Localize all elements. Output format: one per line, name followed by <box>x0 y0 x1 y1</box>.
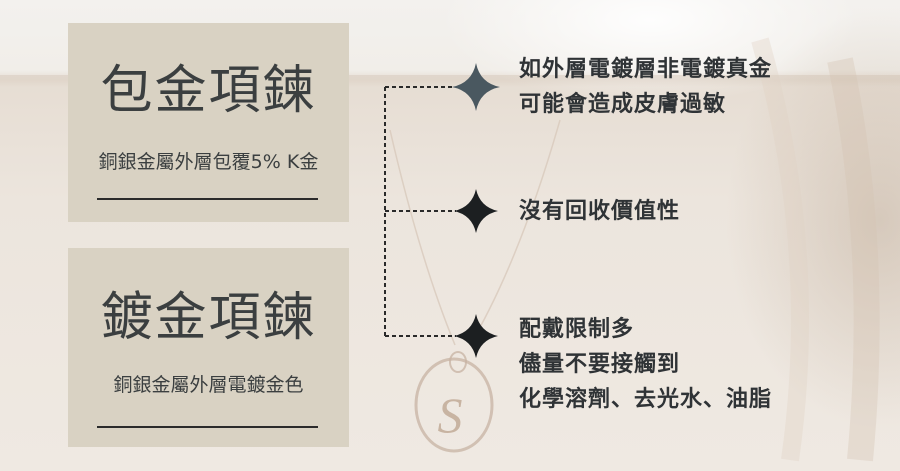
note-line: 可能會造成皮膚過敏 <box>519 92 727 117</box>
pendant-letter: S <box>438 387 463 443</box>
gold-plated-card: 鍍金項鍊 銅銀金屬外層電鍍金色 <box>68 248 349 447</box>
note-wear-restrictions: 配戴限制多 儘量不要接觸到 化學溶劑、去光水、油脂 <box>519 312 772 417</box>
note-line: 沒有回收價值性 <box>519 199 681 224</box>
note-allergy: 如外層電鍍層非電鍍真金 可能會造成皮膚過敏 <box>519 52 772 122</box>
note-no-recycle-value: 沒有回收價值性 <box>519 194 680 229</box>
card-title: 鍍金項鍊 <box>100 288 317 348</box>
card-subtitle: 銅銀金屬外層電鍍金色 <box>113 374 304 396</box>
four-point-star-icon <box>452 63 500 111</box>
note-line: 如外層電鍍層非電鍍真金 <box>519 57 773 82</box>
four-point-star-icon <box>454 314 498 358</box>
note-line: 配戴限制多 <box>519 317 635 342</box>
note-line: 化學溶劑、去光水、油脂 <box>519 387 773 412</box>
card-title: 包金項鍊 <box>100 61 317 121</box>
card-divider <box>97 426 318 428</box>
gold-filled-card: 包金項鍊 銅銀金屬外層包覆5% K金 <box>68 23 349 222</box>
card-divider <box>97 198 318 200</box>
card-subtitle: 銅銀金屬外層包覆5% K金 <box>98 151 319 173</box>
note-line: 儘量不要接觸到 <box>519 352 681 377</box>
four-point-star-icon <box>454 189 498 233</box>
